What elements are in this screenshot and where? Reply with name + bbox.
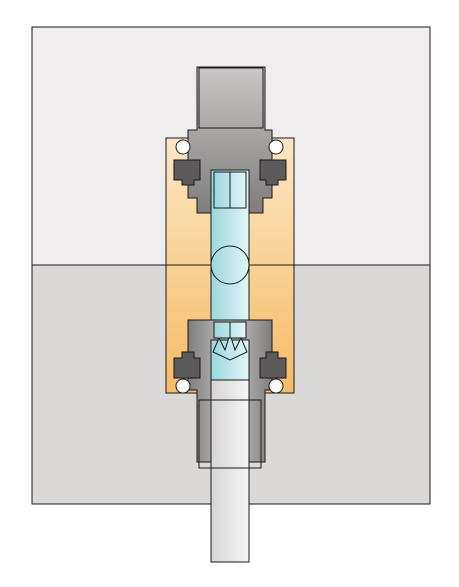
lower-right-seal: [259, 351, 287, 379]
crown-tip: [212, 332, 248, 361]
upper-left-ball: [175, 139, 191, 155]
lower-left-ball: [175, 378, 191, 394]
upper-right-seal: [259, 159, 287, 186]
rod: [210, 371, 250, 563]
check-ball: [210, 245, 250, 285]
upper-plug-outer-line: [198, 67, 264, 129]
upper-plug: [187, 66, 273, 214]
upper-right-ball: [268, 139, 284, 155]
lower-plug-outer-line: [198, 399, 262, 469]
lower-left-seal: [173, 351, 201, 379]
upper-left-seal: [173, 159, 201, 186]
lower-right-ball: [268, 378, 284, 394]
